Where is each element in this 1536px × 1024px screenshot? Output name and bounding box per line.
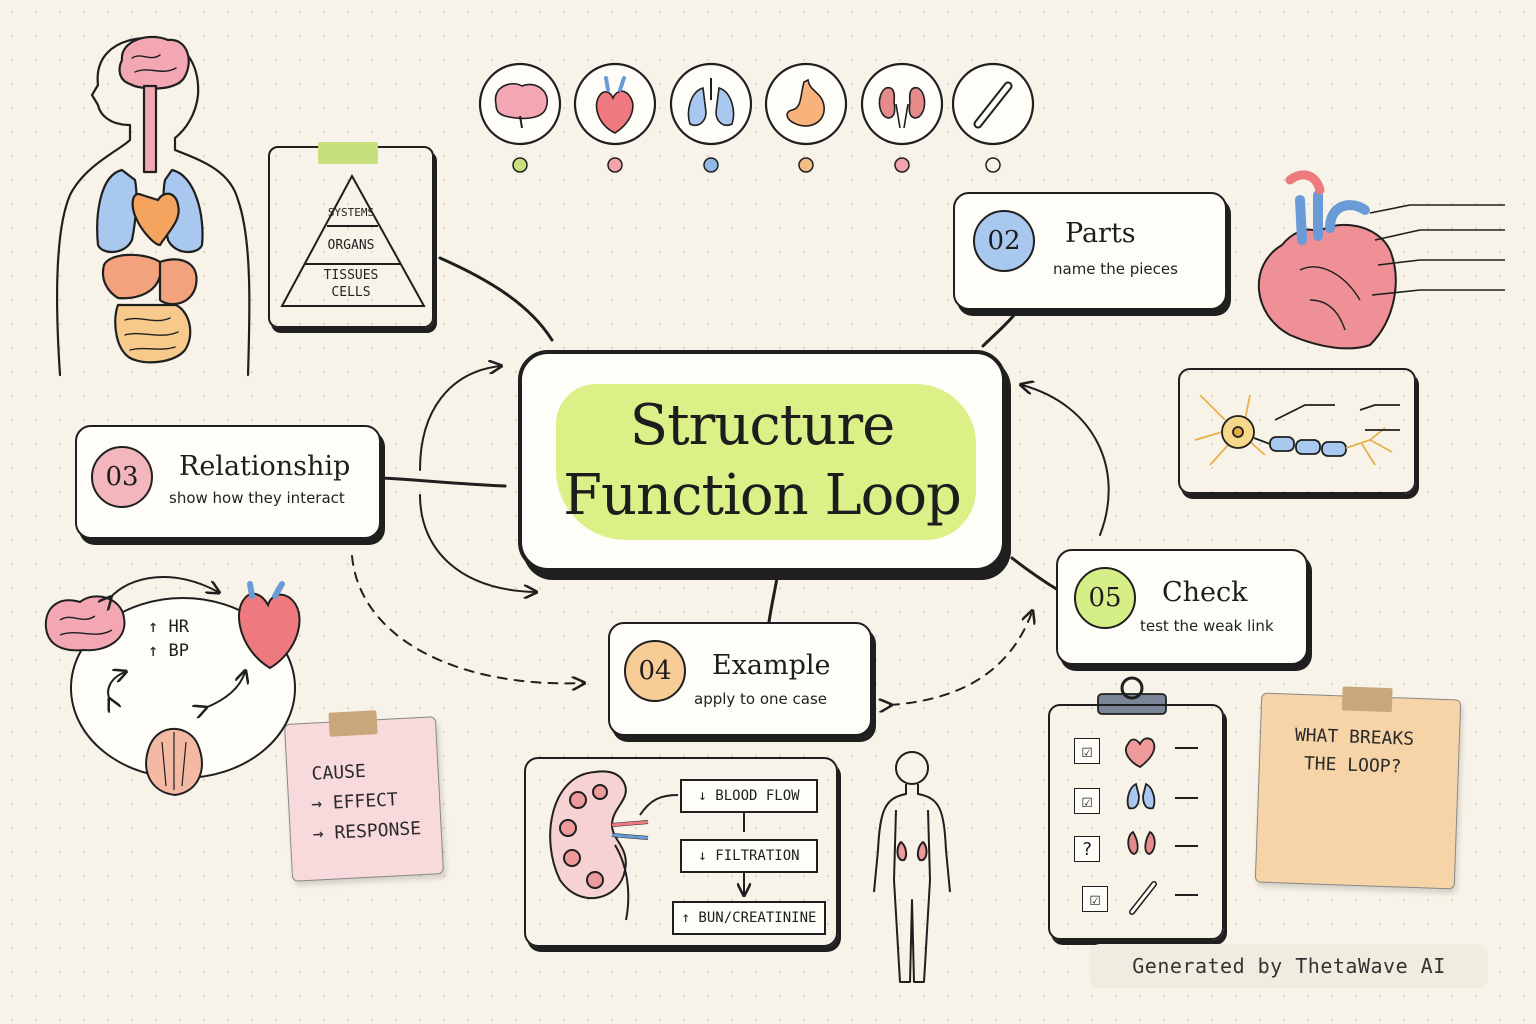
human-outline-illustration: [874, 752, 950, 982]
brain-dot: [513, 158, 527, 172]
lungs-dot: [704, 158, 718, 172]
breaks-line-2: THE LOOP?: [1304, 753, 1402, 777]
note-tape: [1342, 686, 1393, 712]
step-number-badge: 03: [91, 446, 153, 508]
example-flow-card: ↓ BLOOD FLOW ↓ FILTRATION ↑ BUN/CREATINI…: [524, 757, 838, 947]
step-subtitle: name the pieces: [1053, 260, 1178, 278]
lungs-icon: [671, 64, 751, 144]
interaction-hr-label: ↑ HR: [148, 617, 189, 637]
step-number-badge: 04: [624, 640, 686, 702]
interaction-bp-label: ↑ BP: [148, 641, 189, 661]
loop-arrow-right-up: [1022, 385, 1109, 535]
step-title: Example: [712, 650, 831, 681]
checklist-clipboard: ☑ ☑ ? ☑: [1048, 704, 1224, 940]
flow-step-bun-creatinine: ↑ BUN/CREATININE: [672, 901, 826, 935]
step-card-parts: 02 Parts name the pieces: [953, 192, 1227, 310]
heart-dot: [608, 158, 622, 172]
step-subtitle: show how they interact: [169, 489, 345, 507]
note-line-response: → RESPONSE: [312, 818, 421, 845]
watermark: Generated by ThetaWave AI: [1090, 944, 1488, 988]
dashed-arrow-example-check: [890, 612, 1032, 705]
hierarchy-pyramid-card: SYSTEMS ORGANS TISSUES CELLS: [268, 146, 434, 328]
step-title: Parts: [1065, 218, 1136, 249]
connector-pyramid-to-center: [440, 258, 552, 340]
interaction-loop-illustration: [46, 577, 300, 795]
note-line-cause: CAUSE: [311, 761, 366, 785]
step-card-relationship: 03 Relationship show how they interact: [75, 425, 381, 539]
check-mark-question: ?: [1074, 836, 1100, 862]
step-subtitle: test the weak link: [1140, 617, 1274, 635]
kidneys-dot: [895, 158, 909, 172]
connector-parts-to-center: [983, 314, 1015, 346]
stomach-icon: [766, 64, 846, 144]
organ-icon-row: [480, 64, 1033, 144]
step-title: Check: [1162, 577, 1248, 608]
flow-step-filtration: ↓ FILTRATION: [680, 839, 818, 873]
connector-relationship-to-center: [382, 478, 505, 486]
pyramid-level-systems: SYSTEMS: [318, 206, 384, 219]
step-title: Relationship: [179, 451, 350, 482]
pyramid-level-tissues: TISSUES: [310, 268, 392, 283]
heart-icon: [575, 64, 655, 144]
breaks-line-1: WHAT BREAKS: [1295, 725, 1415, 750]
connector-center-to-check: [1012, 558, 1058, 590]
kidneys-icon: [862, 64, 942, 144]
bone-icon: [953, 64, 1033, 144]
check-mark-2: ☑: [1074, 788, 1100, 814]
central-title-line2: Function Loop: [563, 461, 961, 531]
step-card-example: 04 Example apply to one case: [608, 622, 872, 736]
brain-icon: [480, 64, 560, 144]
connector-center-to-example: [769, 578, 777, 622]
neuron-card: [1178, 368, 1416, 494]
human-anatomy-illustration: [57, 37, 249, 375]
organ-dot-row: [513, 158, 1000, 172]
check-mark-1: ☑: [1074, 738, 1100, 764]
step-number-badge: 05: [1074, 567, 1136, 629]
stomach-dot: [799, 158, 813, 172]
pyramid-level-cells: CELLS: [310, 285, 392, 300]
central-title-line1: Structure: [630, 391, 895, 461]
step-card-check: 05 Check test the weak link: [1056, 549, 1308, 665]
heart-anatomy-illustration: [1259, 175, 1505, 349]
step-number-badge: 02: [973, 210, 1035, 272]
cause-effect-note: CAUSE → EFFECT → RESPONSE: [284, 716, 444, 882]
loop-arrow-in-top: [420, 366, 500, 470]
what-breaks-note: WHAT BREAKS THE LOOP?: [1255, 693, 1462, 890]
central-title-card: Structure Function Loop: [518, 350, 1006, 572]
note-line-effect: → EFFECT: [311, 789, 399, 815]
step-subtitle: apply to one case: [694, 690, 827, 708]
check-mark-4: ☑: [1082, 886, 1108, 912]
flow-step-blood-flow: ↓ BLOOD FLOW: [680, 779, 818, 813]
pyramid-level-organs: ORGANS: [310, 238, 392, 253]
pyramid-tape: [318, 142, 378, 164]
bone-dot: [986, 158, 1000, 172]
note-tape: [328, 710, 377, 736]
